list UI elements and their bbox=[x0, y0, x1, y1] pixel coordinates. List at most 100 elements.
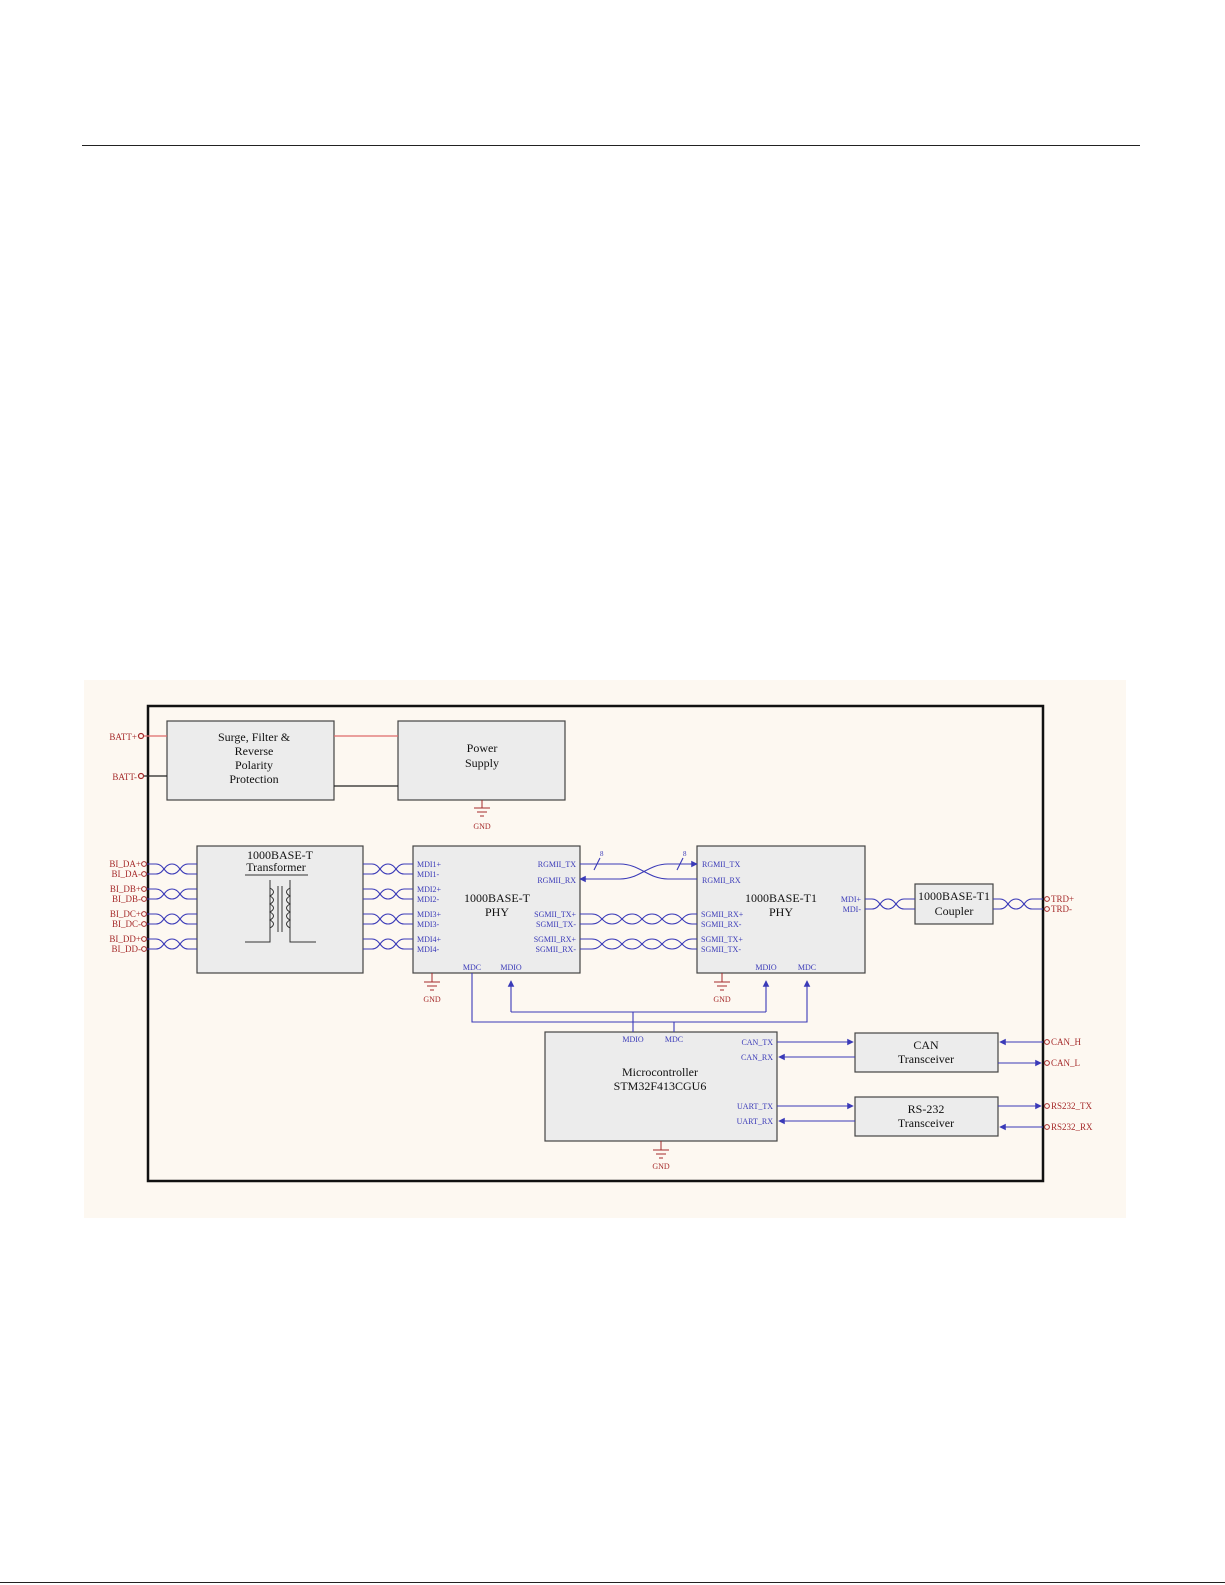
port-trd-neg: TRD- bbox=[1051, 904, 1072, 914]
can-line-1: CAN bbox=[913, 1038, 939, 1052]
pin-phy-t1-mdi-neg: MDI- bbox=[843, 905, 862, 914]
pin-mcu-mdc: MDC bbox=[665, 1035, 683, 1044]
pin-phy-t1-sgmii-rx-neg: SGMII_RX- bbox=[701, 920, 742, 929]
port-bi-db-pos: BI_DB+ bbox=[110, 884, 141, 894]
phy-t1-line-2: PHY bbox=[769, 905, 793, 919]
phy-1000base-t-block: 1000BASE-T PHY bbox=[412, 845, 581, 974]
pin-mdi4-neg: MDI4- bbox=[417, 945, 440, 954]
pin-phy-t1-sgmii-tx-pos: SGMII_TX+ bbox=[701, 935, 743, 944]
transformer-line-2: Transformer bbox=[246, 860, 306, 874]
surge-filter-block: Surge, Filter & Reverse Polarity Protect… bbox=[166, 720, 335, 801]
can-line-2: Transceiver bbox=[898, 1052, 954, 1066]
power-supply-block: Power Supply bbox=[397, 720, 566, 801]
pin-phy-t-sgmii-tx-neg: SGMII_TX- bbox=[536, 920, 576, 929]
port-can-h: CAN_H bbox=[1051, 1037, 1082, 1047]
coupler-block: 1000BASE-T1 Coupler bbox=[914, 883, 994, 925]
mcu-line-2: STM32F413CGU6 bbox=[614, 1079, 707, 1093]
management-bus bbox=[471, 973, 811, 1032]
sgmii-twisted-pairs bbox=[580, 913, 697, 950]
pin-mdi3-pos: MDI3+ bbox=[417, 910, 442, 919]
pin-phy-t-sgmii-rx-neg: SGMII_RX- bbox=[536, 945, 577, 954]
port-rs232-tx: RS232_TX bbox=[1051, 1101, 1093, 1111]
pin-phy-t1-sgmii-rx-pos: SGMII_RX+ bbox=[701, 910, 744, 919]
port-batt-pos: BATT+ bbox=[109, 732, 137, 742]
mcu-line-1: Microcontroller bbox=[622, 1065, 698, 1079]
port-can-l: CAN_L bbox=[1051, 1058, 1080, 1068]
pin-mcu-uart-tx: UART_TX bbox=[737, 1102, 773, 1111]
port-bi-dc-pos: BI_DC+ bbox=[110, 909, 141, 919]
pin-mdi2-neg: MDI2- bbox=[417, 895, 440, 904]
pin-mcu-can-rx: CAN_RX bbox=[741, 1053, 773, 1062]
pin-phy-t-rgmii-rx: RGMII_RX bbox=[537, 876, 576, 885]
coupler-line-1: 1000BASE-T1 bbox=[918, 889, 990, 903]
surge-line-3: Polarity bbox=[235, 758, 273, 772]
footer-rule bbox=[0, 1582, 1225, 1583]
port-bi-dc-neg: BI_DC- bbox=[112, 919, 141, 929]
port-batt-neg: BATT- bbox=[112, 772, 137, 782]
t1-twisted-pairs bbox=[865, 898, 1043, 910]
pin-phy-t-sgmii-tx-pos: SGMII_TX+ bbox=[534, 910, 576, 919]
surge-line-4: Protection bbox=[229, 772, 278, 786]
pin-phy-t1-rgmii-rx: RGMII_RX bbox=[702, 876, 741, 885]
bi-twisted-pairs bbox=[147, 863, 197, 950]
gnd-label-phy-t: GND bbox=[423, 995, 441, 1004]
surge-line-1: Surge, Filter & bbox=[218, 730, 291, 744]
system-frame bbox=[146, 704, 1045, 1183]
port-bi-da-neg: BI_DA- bbox=[112, 869, 142, 879]
rgmii-bus-width-right: 8 bbox=[683, 850, 687, 858]
pin-mcu-can-tx: CAN_TX bbox=[741, 1038, 773, 1047]
pin-phy-t1-mdc: MDC bbox=[798, 963, 816, 972]
port-trd-pos: TRD+ bbox=[1051, 894, 1074, 904]
pin-mdi4-pos: MDI4+ bbox=[417, 935, 442, 944]
transformer-block: 1000BASE-T Transformer bbox=[196, 845, 364, 974]
can-transceiver-block: CAN Transceiver bbox=[854, 1032, 999, 1073]
pin-mdi3-neg: MDI3- bbox=[417, 920, 440, 929]
phy-t-line-2: PHY bbox=[485, 905, 509, 919]
rs232-line-2: Transceiver bbox=[898, 1116, 954, 1130]
gnd-symbol-phy-t-icon bbox=[424, 973, 440, 991]
pin-mcu-uart-rx: UART_RX bbox=[737, 1117, 774, 1126]
pin-phy-t1-rgmii-tx: RGMII_TX bbox=[702, 860, 740, 869]
power-line-2: Supply bbox=[465, 756, 499, 770]
gnd-symbol-power-icon bbox=[474, 800, 490, 817]
phy-t1-line-1: 1000BASE-T1 bbox=[745, 891, 817, 905]
gnd-label-mcu: GND bbox=[652, 1162, 670, 1171]
pin-mdi2-pos: MDI2+ bbox=[417, 885, 442, 894]
rgmii-bus bbox=[579, 857, 698, 883]
header-rule bbox=[82, 145, 1140, 146]
port-bi-da-pos: BI_DA+ bbox=[109, 859, 141, 869]
port-bi-db-neg: BI_DB- bbox=[112, 894, 141, 904]
pin-phy-t-mdc: MDC bbox=[463, 963, 481, 972]
pin-phy-t1-mdi-pos: MDI+ bbox=[841, 895, 862, 904]
pin-mdi1-neg: MDI1- bbox=[417, 870, 440, 879]
surge-line-2: Reverse bbox=[235, 744, 274, 758]
battery-wiring bbox=[137, 732, 398, 787]
pin-mdi1-pos: MDI1+ bbox=[417, 860, 442, 869]
pin-phy-t-mdio: MDIO bbox=[500, 963, 522, 972]
gnd-label-phy-t1: GND bbox=[713, 995, 731, 1004]
rs232-transceiver-block: RS-232 Transceiver bbox=[854, 1096, 999, 1137]
mcu-serial-wiring bbox=[777, 1038, 1043, 1131]
coupler-line-2: Coupler bbox=[935, 904, 974, 918]
pin-phy-t-rgmii-tx: RGMII_TX bbox=[538, 860, 576, 869]
microcontroller-block: Microcontroller STM32F413CGU6 bbox=[544, 1031, 778, 1142]
gnd-label-power: GND bbox=[473, 822, 491, 831]
port-bi-dd-pos: BI_DD+ bbox=[109, 934, 141, 944]
bi-port-markers bbox=[141, 861, 147, 952]
can-rs232-port-markers bbox=[1044, 1039, 1050, 1130]
trd-port-markers bbox=[1044, 896, 1050, 912]
pin-phy-t1-sgmii-tx-neg: SGMII_TX- bbox=[701, 945, 741, 954]
transformer-symbol-icon bbox=[245, 874, 316, 943]
port-rs232-rx: RS232_RX bbox=[1051, 1122, 1093, 1132]
pin-mcu-mdio: MDIO bbox=[622, 1035, 644, 1044]
pin-phy-t1-mdio: MDIO bbox=[755, 963, 777, 972]
gnd-symbol-mcu-icon bbox=[653, 1141, 669, 1159]
transformer-line-1: 1000BASE-T bbox=[247, 848, 314, 862]
rs232-line-1: RS-232 bbox=[908, 1102, 945, 1116]
port-bi-dd-neg: BI_DD- bbox=[112, 944, 142, 954]
mdi-twisted-pairs bbox=[363, 863, 413, 950]
power-line-1: Power bbox=[467, 741, 498, 755]
gnd-symbol-phy-t1-icon bbox=[714, 973, 730, 991]
pin-phy-t-sgmii-rx-pos: SGMII_RX+ bbox=[534, 935, 577, 944]
